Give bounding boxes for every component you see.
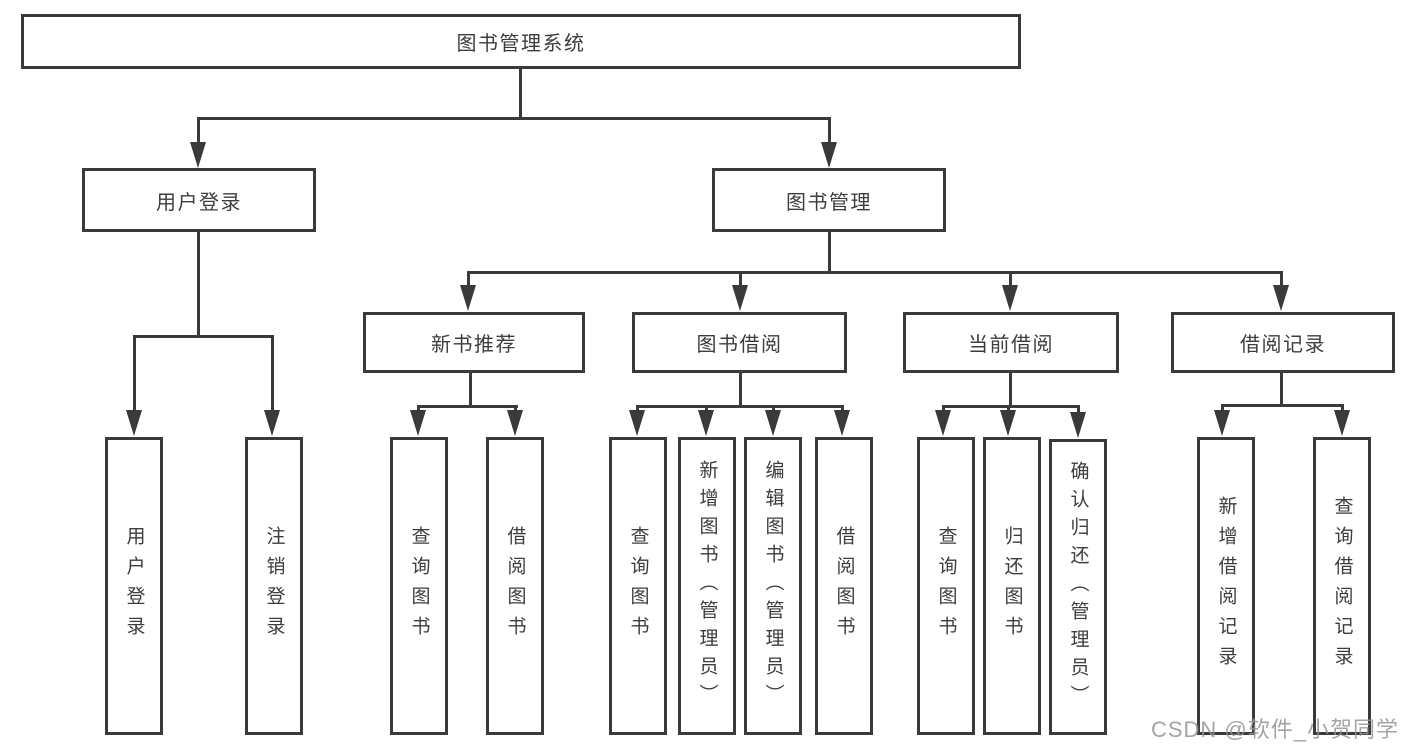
leaf-borrow-books-label: 借阅图书 (833, 526, 855, 646)
connector-current-borrow-stem-line (1009, 373, 1012, 408)
arrow-down-icon (1334, 410, 1350, 436)
connector-current-borrow-splitter-line (942, 405, 1080, 408)
connector-root-splitter-line (198, 117, 831, 120)
leaf-borrow-books-box: 借阅图书 (815, 437, 873, 735)
leaf-edit-books-admin-label: 编辑图书（管理员） (762, 460, 784, 712)
node-book-borrowing-label: 图书借阅 (696, 334, 783, 356)
leaf-add-books-admin-label: 新增图书（管理员） (696, 460, 718, 712)
leaf-user-login-label: 用户登录 (123, 526, 145, 646)
connector-drop-line (1221, 404, 1224, 414)
leaf-add-borrow-record-label: 新增借阅记录 (1215, 496, 1237, 676)
node-current-borrowing-box: 当前借阅 (903, 312, 1119, 373)
node-borrowing-records-box: 借阅记录 (1171, 312, 1395, 373)
node-book-management-branch-box: 图书管理 (712, 168, 946, 232)
leaf-confirm-return-admin-label: 确认归还（管理员） (1067, 461, 1089, 713)
leaf-query-books-box: 查询图书 (917, 437, 975, 735)
connector-drop-line (1341, 404, 1344, 414)
arrow-down-icon (1002, 285, 1018, 311)
leaf-query-books-box: 查询图书 (390, 437, 448, 735)
connector-user-login-splitter-line (133, 335, 274, 338)
node-book-management-branch-label: 图书管理 (786, 191, 872, 214)
arrow-down-icon (1000, 410, 1016, 436)
connector-root-stem-line (519, 68, 522, 119)
arrow-down-icon (935, 410, 951, 436)
node-current-borrowing-label: 当前借阅 (968, 334, 1054, 356)
connector-new-book-splitter-line (417, 405, 518, 408)
leaf-confirm-return-admin-box: 确认归还（管理员） (1049, 439, 1107, 735)
leaf-query-borrow-record-box: 查询借阅记录 (1313, 437, 1371, 735)
arrow-down-icon (410, 410, 426, 436)
connector-book-borrow-stem-line (739, 373, 742, 408)
arrow-down-icon (732, 285, 748, 311)
node-new-book-recommend-label: 新书推荐 (431, 334, 517, 356)
leaf-borrow-books-label: 借阅图书 (504, 526, 526, 646)
leaf-query-borrow-record-label: 查询借阅记录 (1331, 496, 1353, 676)
leaf-query-books-box: 查询图书 (609, 437, 667, 735)
leaf-return-books-box: 归还图书 (983, 437, 1041, 735)
connector-user-login-stem-line (197, 232, 200, 338)
connector-drop-new-book-line (467, 271, 470, 287)
leaf-query-books-label: 查询图书 (408, 526, 430, 646)
arrow-down-icon (765, 410, 781, 436)
leaf-user-login-box: 用户登录 (105, 437, 163, 735)
connector-drop-user-login-line (197, 117, 200, 143)
node-book-borrowing-box: 图书借阅 (632, 312, 847, 373)
arrow-down-icon (507, 410, 523, 436)
arrow-down-icon (821, 142, 837, 168)
arrow-down-icon (834, 410, 850, 436)
connector-drop-current-borrow-line (1009, 271, 1012, 287)
node-library-system-box: 图书管理系统 (21, 14, 1021, 69)
leaf-edit-books-admin-box: 编辑图书（管理员） (744, 437, 802, 735)
connector-drop-leaf-logout-line (271, 335, 274, 413)
leaf-logout-box: 注销登录 (245, 437, 303, 735)
leaf-return-books-label: 归还图书 (1001, 526, 1023, 646)
node-user-login-branch-label: 用户登录 (156, 191, 242, 214)
connector-book-borrow-splitter-line (636, 405, 844, 408)
leaf-add-books-admin-box: 新增图书（管理员） (678, 437, 736, 735)
arrow-down-icon (698, 410, 714, 436)
node-library-system-label: 图书管理系统 (456, 33, 586, 55)
connector-drop-leaf-login-line (133, 335, 136, 413)
connector-drop-line (1077, 405, 1080, 415)
connector-new-book-stem-line (469, 373, 472, 408)
connector-drop-book-mgmt-line (828, 117, 831, 143)
leaf-add-borrow-record-box: 新增借阅记录 (1197, 437, 1255, 735)
connector-borrow-records-stem-line (1280, 373, 1283, 407)
watermark: CSDN @软件_小贺同学 (1150, 717, 1399, 742)
connector-borrow-records-splitter-line (1221, 404, 1344, 407)
node-user-login-branch-box: 用户登录 (82, 168, 316, 232)
connector-book-mgmt-stem-line (828, 232, 831, 274)
arrow-down-icon (1070, 412, 1086, 438)
leaf-query-books-label: 查询图书 (627, 526, 649, 646)
leaf-borrow-books-box: 借阅图书 (486, 437, 544, 735)
connector-drop-book-borrow-line (739, 271, 742, 287)
arrow-down-icon (126, 410, 142, 436)
arrow-down-icon (460, 285, 476, 311)
arrow-down-icon (629, 410, 645, 436)
node-borrowing-records-label: 借阅记录 (1240, 334, 1326, 356)
leaf-logout-label: 注销登录 (263, 526, 285, 646)
arrow-down-icon (1214, 410, 1230, 436)
connector-drop-borrow-records-line (1280, 271, 1283, 287)
arrow-down-icon (1273, 285, 1289, 311)
leaf-query-books-label: 查询图书 (935, 526, 957, 646)
arrow-down-icon (264, 410, 280, 436)
connector-book-mgmt-splitter-line (467, 271, 1283, 274)
arrow-down-icon (190, 142, 206, 168)
node-new-book-recommend-box: 新书推荐 (363, 312, 585, 373)
